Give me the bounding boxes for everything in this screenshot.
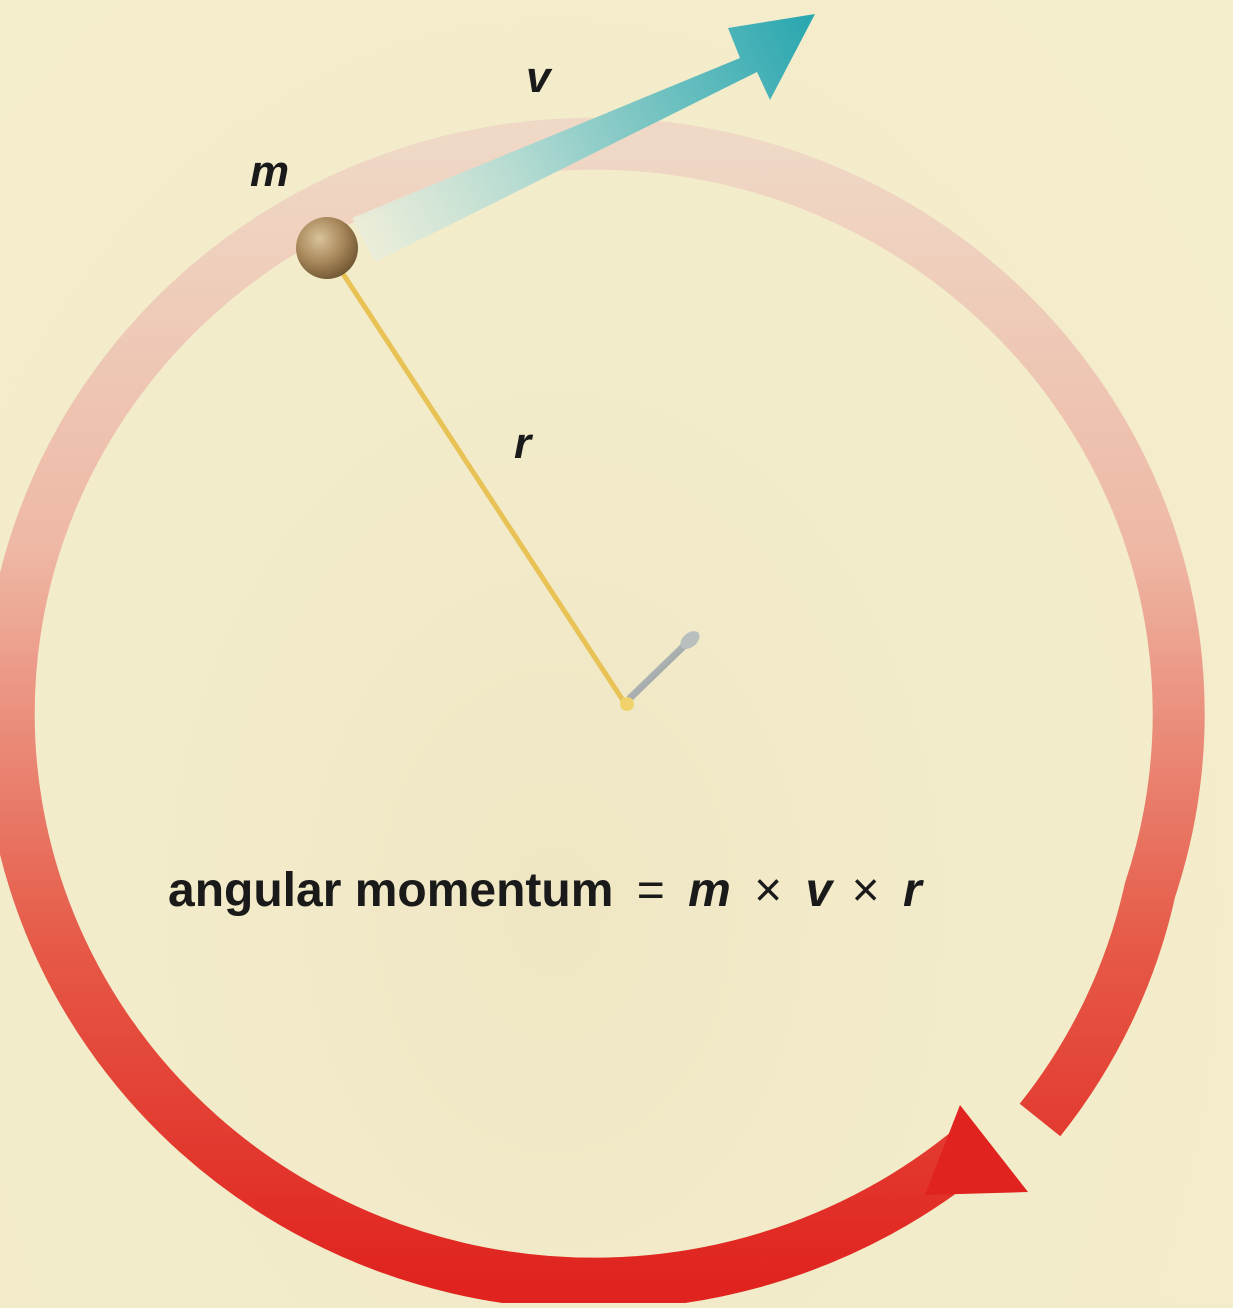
equation-v: v <box>806 864 835 917</box>
nail-icon <box>620 631 700 711</box>
equation-times-1: × <box>754 864 782 917</box>
radius-string <box>327 252 629 707</box>
equation-times-2: × <box>852 864 880 917</box>
equation: angular momentum = m × v × r <box>168 864 924 917</box>
orbit-arrowhead <box>925 1105 1028 1195</box>
mass-ball <box>296 217 358 279</box>
velocity-label: v <box>526 53 553 102</box>
orbit-ring <box>0 117 1205 1308</box>
radius-label: r <box>514 419 534 468</box>
mass-label: m <box>250 147 289 196</box>
equation-equals: = <box>637 864 665 917</box>
velocity-arrow <box>352 14 815 262</box>
equation-lhs: angular momentum <box>168 864 613 917</box>
equation-m: m <box>688 864 731 917</box>
equation-r: r <box>903 864 924 917</box>
